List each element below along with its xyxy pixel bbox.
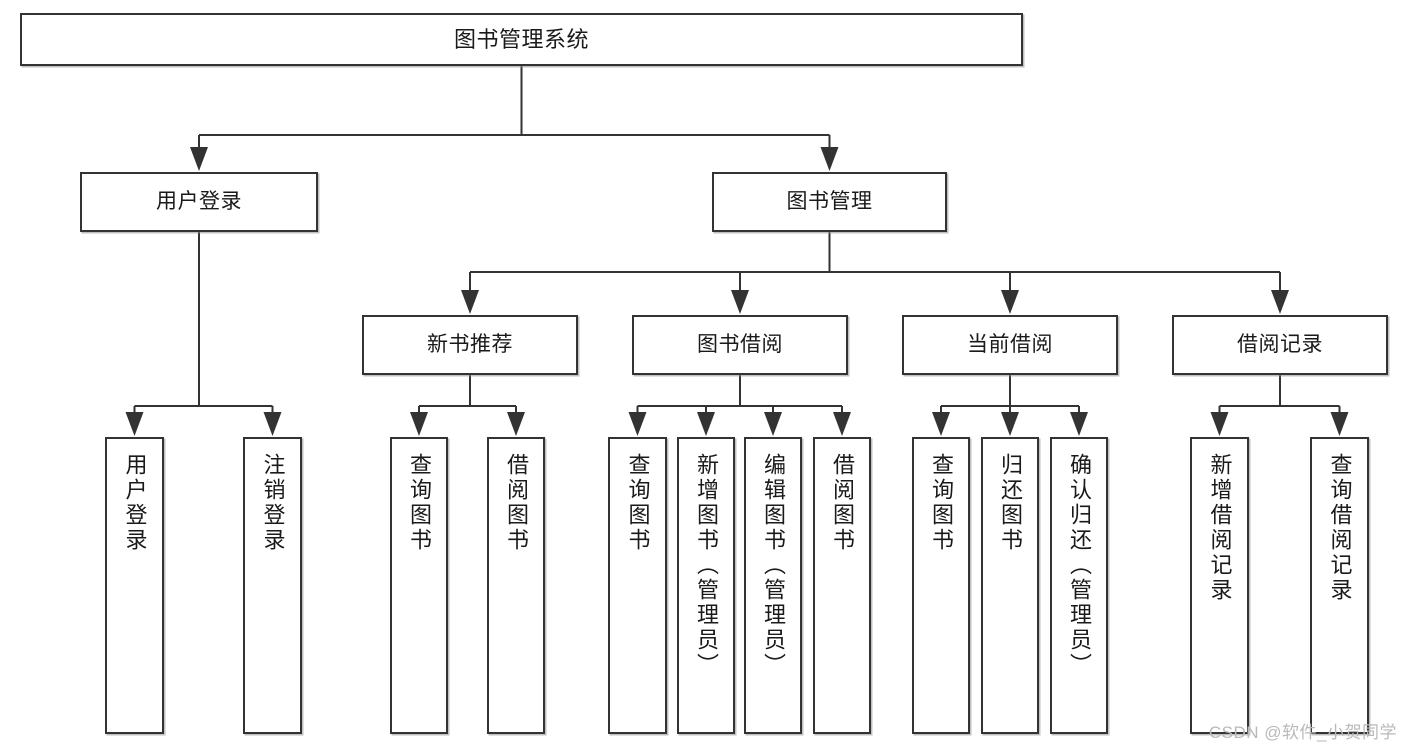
arrowhead-login-out — [263, 412, 282, 436]
arrowhead-br-add — [697, 412, 715, 436]
arrowhead-br-borrow — [833, 412, 851, 436]
node-borrow[interactable]: 图书借阅 — [632, 315, 848, 375]
node-label-root: 图书管理系统 — [453, 26, 589, 52]
node-login[interactable]: 用户登录 — [80, 172, 318, 232]
arrowhead-br-edit — [764, 412, 782, 436]
node-login-in[interactable]: 用户登录 — [105, 437, 164, 734]
arrowhead-borrow — [731, 290, 749, 314]
node-label-login-out: 注销登录 — [260, 453, 286, 553]
arrowhead-new-query — [410, 412, 428, 436]
arrowhead-cur-confirm — [1070, 412, 1088, 436]
node-br-add[interactable]: 新增图书（管理员） — [677, 437, 735, 734]
node-label-cur-query: 查询图书 — [929, 453, 954, 553]
node-label-login-in: 用户登录 — [122, 453, 148, 553]
arrowhead-bookmgmt — [820, 147, 839, 171]
node-label-rec-query: 查询借阅记录 — [1327, 453, 1353, 603]
node-label-cur-return: 归还图书 — [998, 453, 1023, 553]
node-br-query[interactable]: 查询图书 — [608, 437, 667, 734]
node-label-cur-confirm: 确认归还（管理员） — [1067, 453, 1092, 678]
node-label-rec-add: 新增借阅记录 — [1207, 453, 1233, 603]
node-label-br-edit: 编辑图书（管理员） — [761, 453, 786, 678]
node-label-borrow: 图书借阅 — [697, 332, 783, 356]
node-label-br-borrow: 借阅图书 — [830, 453, 855, 553]
arrowhead-cur-query — [932, 412, 950, 436]
arrowhead-record — [1271, 290, 1289, 314]
node-label-br-query: 查询图书 — [625, 453, 651, 553]
node-label-login: 用户登录 — [156, 189, 242, 213]
node-label-newbook: 新书推荐 — [427, 332, 513, 356]
watermark-text: CSDN @软件_小贺同学 — [1208, 723, 1397, 742]
node-new-borrow[interactable]: 借阅图书 — [487, 437, 545, 734]
node-label-current: 当前借阅 — [967, 332, 1053, 356]
arrowhead-rec-query — [1330, 412, 1349, 436]
node-label-br-add: 新增图书（管理员） — [694, 453, 719, 678]
node-current[interactable]: 当前借阅 — [902, 315, 1118, 375]
node-newbook[interactable]: 新书推荐 — [362, 315, 578, 375]
node-label-new-borrow: 借阅图书 — [504, 453, 529, 553]
node-br-edit[interactable]: 编辑图书（管理员） — [744, 437, 802, 734]
arrowhead-login-in — [125, 412, 144, 436]
arrowhead-newbook — [461, 290, 479, 314]
node-login-out[interactable]: 注销登录 — [243, 437, 302, 734]
node-cur-confirm[interactable]: 确认归还（管理员） — [1050, 437, 1108, 734]
node-label-bookmgmt: 图书管理 — [786, 189, 873, 213]
node-new-query[interactable]: 查询图书 — [390, 437, 448, 734]
node-label-record: 借阅记录 — [1237, 332, 1323, 356]
node-root[interactable]: 图书管理系统 — [20, 13, 1023, 66]
node-record[interactable]: 借阅记录 — [1172, 315, 1388, 375]
arrowhead-br-query — [628, 412, 647, 436]
arrowhead-login — [190, 147, 208, 171]
node-cur-return[interactable]: 归还图书 — [981, 437, 1039, 734]
arrowhead-current — [1001, 290, 1019, 314]
arrowhead-cur-return — [1001, 412, 1019, 436]
arrowhead-rec-add — [1210, 412, 1229, 436]
node-rec-query[interactable]: 查询借阅记录 — [1310, 437, 1369, 734]
arrowhead-new-borrow — [507, 412, 525, 436]
node-bookmgmt[interactable]: 图书管理 — [712, 172, 947, 232]
node-cur-query[interactable]: 查询图书 — [912, 437, 970, 734]
node-br-borrow[interactable]: 借阅图书 — [813, 437, 871, 734]
node-rec-add[interactable]: 新增借阅记录 — [1190, 437, 1249, 734]
node-label-new-query: 查询图书 — [407, 453, 432, 553]
